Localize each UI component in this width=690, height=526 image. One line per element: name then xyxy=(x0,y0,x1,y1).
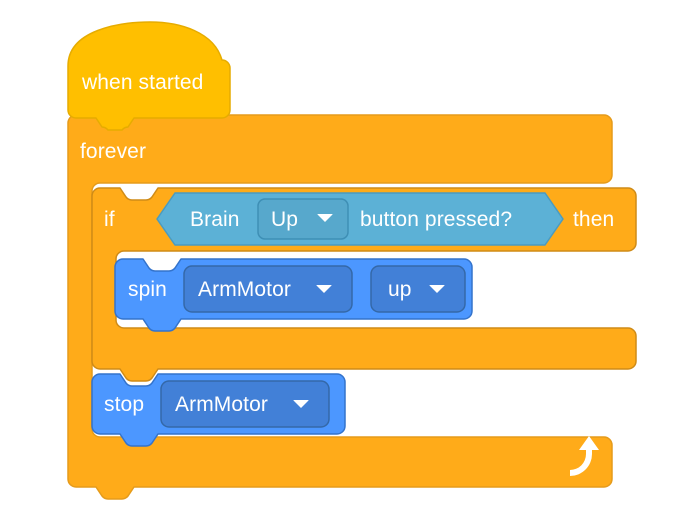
forever-block[interactable] xyxy=(68,115,612,183)
spin-motor-dropdown-field[interactable] xyxy=(183,265,353,313)
spin-direction-dropdown-value[interactable]: up xyxy=(388,278,412,301)
spin-label: spin xyxy=(128,278,167,301)
stop-label: stop xyxy=(104,393,145,416)
stop-motor-dropdown-field[interactable] xyxy=(160,380,330,428)
then-label: then xyxy=(573,208,615,231)
loop-arrow-icon xyxy=(570,436,599,476)
spin-motor-dropdown-value[interactable]: ArmMotor xyxy=(198,278,291,301)
spin-direction-dropdown-field[interactable] xyxy=(370,265,466,313)
spin-block[interactable] xyxy=(115,259,472,319)
brain-label: Brain xyxy=(190,208,240,231)
brain-button-dropdown-field[interactable] xyxy=(257,198,349,240)
stop-block[interactable] xyxy=(92,374,345,434)
chevron-down-icon[interactable] xyxy=(293,400,309,408)
chevron-down-icon[interactable] xyxy=(429,285,445,293)
chevron-down-icon[interactable] xyxy=(316,285,332,293)
if-label: if xyxy=(104,208,115,231)
when-started-label: when started xyxy=(82,71,204,94)
brain-button-dropdown-value[interactable]: Up xyxy=(271,208,299,231)
chevron-down-icon[interactable] xyxy=(317,214,333,222)
if-then-block[interactable] xyxy=(92,188,636,251)
when-started-block-shape[interactable] xyxy=(67,21,231,131)
stop-motor-dropdown-value[interactable]: ArmMotor xyxy=(175,393,268,416)
forever-label: forever xyxy=(80,140,147,163)
when-started-block[interactable] xyxy=(68,22,230,118)
button-pressed-label: button pressed? xyxy=(360,208,513,231)
